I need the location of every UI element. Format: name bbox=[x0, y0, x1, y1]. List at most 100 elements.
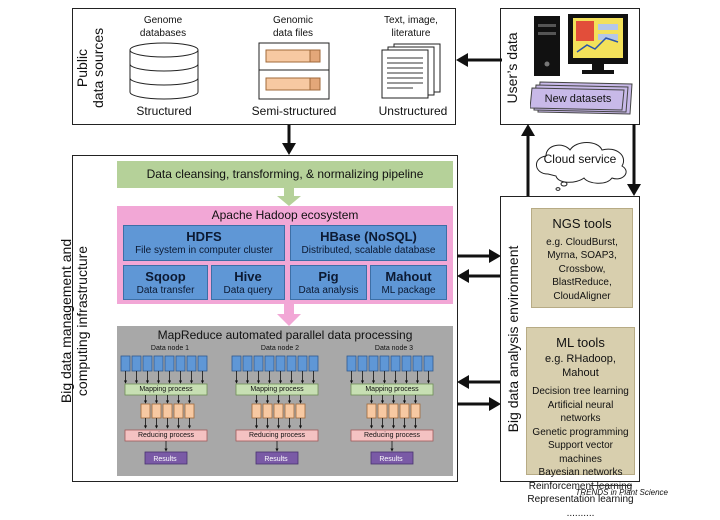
data-block-3-2 bbox=[357, 355, 368, 372]
results-box-3 bbox=[370, 451, 414, 465]
cloud-icon bbox=[536, 142, 627, 191]
intermediate-block-3-5 bbox=[410, 403, 421, 419]
mapping-process-label-1: Mapping process bbox=[139, 386, 193, 393]
intermediate-block-3-3 bbox=[388, 403, 399, 419]
arrow-analysis-to-mahout bbox=[457, 269, 501, 283]
intermediate-block-3-2 bbox=[377, 403, 388, 419]
data-block-1-3 bbox=[142, 355, 153, 372]
intermediate-block-2-5 bbox=[295, 403, 306, 419]
intermediate-block-3-1 bbox=[366, 403, 377, 419]
data-block-3-6 bbox=[401, 355, 412, 372]
data-block-1-7 bbox=[186, 355, 197, 372]
intermediate-block-2-4 bbox=[284, 403, 295, 419]
mapping-process-label-3: Mapping process bbox=[365, 386, 419, 393]
data-node-2-label: Data node 2 bbox=[260, 345, 300, 352]
sqoop-box: Sqoop Data transfer bbox=[123, 265, 208, 300]
results-label-2: Results bbox=[264, 456, 288, 463]
computer-icon bbox=[534, 14, 628, 76]
ml-tools-box: ML tools e.g. RHadoop, Mahout Decision t… bbox=[526, 327, 635, 519]
results-box-2 bbox=[255, 451, 299, 465]
hbase-box: HBase (NoSQL) Distributed, scalable data… bbox=[290, 225, 447, 261]
results-box-1 bbox=[144, 451, 188, 465]
reducing-process-label-3: Reducing process bbox=[363, 432, 421, 439]
intermediate-block-1-5 bbox=[184, 403, 195, 419]
hive-box: Hive Data query bbox=[211, 265, 285, 300]
mapping-process-box-1 bbox=[124, 383, 208, 396]
structured-label: Structured bbox=[136, 104, 192, 118]
ngs-tools-box: NGS tools e.g. CloudBurst, Myrna, SOAP3,… bbox=[531, 208, 633, 308]
data-block-1-1 bbox=[120, 355, 131, 372]
arrow-mapreduce-to-analysis bbox=[457, 397, 501, 411]
data-block-2-6 bbox=[286, 355, 297, 372]
credit-text: TRENDS in Plant Science bbox=[575, 488, 668, 497]
mapping-process-box-2 bbox=[235, 383, 319, 396]
mapreduce-panel bbox=[117, 326, 453, 476]
intermediate-block-3-4 bbox=[399, 403, 410, 419]
intermediate-block-1-3 bbox=[162, 403, 173, 419]
arrow-hbase-to-analysis bbox=[457, 249, 501, 263]
arrow-pipeline-to-hadoop bbox=[277, 188, 301, 206]
data-block-3-3 bbox=[368, 355, 379, 372]
intermediate-block-2-2 bbox=[262, 403, 273, 419]
results-label-3: Results bbox=[379, 456, 403, 463]
data-block-1-4 bbox=[153, 355, 164, 372]
intermediate-block-1-2 bbox=[151, 403, 162, 419]
reducing-process-label-2: Reducing process bbox=[248, 432, 306, 439]
mapping-process-box-3 bbox=[350, 383, 434, 396]
data-pipeline-bar: Data cleansing, transforming, & normaliz… bbox=[117, 161, 453, 188]
analysis-environment-title: Big data analysis environment bbox=[505, 245, 521, 433]
text-image-literature-label: Text, image,literature bbox=[384, 15, 438, 39]
pig-box: Pig Data analysis bbox=[290, 265, 367, 300]
users-data-title: User’s data bbox=[504, 32, 520, 104]
arrow-analysis-to-user bbox=[521, 124, 535, 196]
credit-line bbox=[590, 485, 632, 486]
data-node-1-label: Data node 1 bbox=[150, 345, 190, 352]
new-datasets-label: New datasets bbox=[544, 93, 612, 105]
semi-structured-files-icon bbox=[258, 42, 330, 100]
database-cylinder-icon bbox=[129, 42, 199, 100]
semi-structured-label: Semi-structured bbox=[251, 104, 337, 118]
data-block-1-8 bbox=[197, 355, 208, 372]
data-block-3-7 bbox=[412, 355, 423, 372]
intermediate-block-2-3 bbox=[273, 403, 284, 419]
data-block-2-1 bbox=[231, 355, 242, 372]
unstructured-label: Unstructured bbox=[378, 104, 448, 118]
hdfs-box: HDFS File system in computer cluster bbox=[123, 225, 285, 261]
cloud-service-label: Cloud service bbox=[543, 152, 617, 166]
results-label-1: Results bbox=[153, 456, 177, 463]
data-block-1-6 bbox=[175, 355, 186, 372]
data-block-3-1 bbox=[346, 355, 357, 372]
big-data-management-title: Big data management and computing infras… bbox=[58, 238, 91, 404]
intermediate-block-2-1 bbox=[251, 403, 262, 419]
data-block-3-4 bbox=[379, 355, 390, 372]
mapreduce-title: MapReduce automated parallel data proces… bbox=[157, 328, 413, 342]
data-node-3-label: Data node 3 bbox=[374, 345, 414, 352]
data-block-3-8 bbox=[423, 355, 434, 372]
mapping-process-label-2: Mapping process bbox=[250, 386, 304, 393]
reducing-process-label-1: Reducing process bbox=[137, 432, 195, 439]
data-block-2-8 bbox=[308, 355, 319, 372]
mapreduce-nodes-diagram bbox=[120, 355, 434, 465]
data-block-3-5 bbox=[390, 355, 401, 372]
arrow-analysis-to-mapreduce bbox=[457, 375, 501, 389]
documents-stack-icon bbox=[381, 43, 441, 99]
data-block-1-2 bbox=[131, 355, 142, 372]
arrow-hadoop-to-mapreduce bbox=[277, 304, 301, 326]
data-block-2-4 bbox=[264, 355, 275, 372]
arrow-user-to-analysis bbox=[627, 124, 641, 196]
data-block-2-2 bbox=[242, 355, 253, 372]
hadoop-ecosystem-title: Apache Hadoop ecosystem bbox=[211, 208, 359, 222]
data-block-2-3 bbox=[253, 355, 264, 372]
public-data-sources-title: Public data sources bbox=[74, 27, 107, 108]
intermediate-block-1-4 bbox=[173, 403, 184, 419]
data-block-2-7 bbox=[297, 355, 308, 372]
mahout-box: Mahout ML package bbox=[370, 265, 447, 300]
intermediate-block-1-1 bbox=[140, 403, 151, 419]
data-block-2-5 bbox=[275, 355, 286, 372]
new-datasets-stack-icon bbox=[530, 81, 633, 115]
data-block-1-5 bbox=[164, 355, 175, 372]
arrow-public-to-bigdata bbox=[282, 125, 296, 155]
arrow-user-to-public bbox=[456, 53, 502, 67]
